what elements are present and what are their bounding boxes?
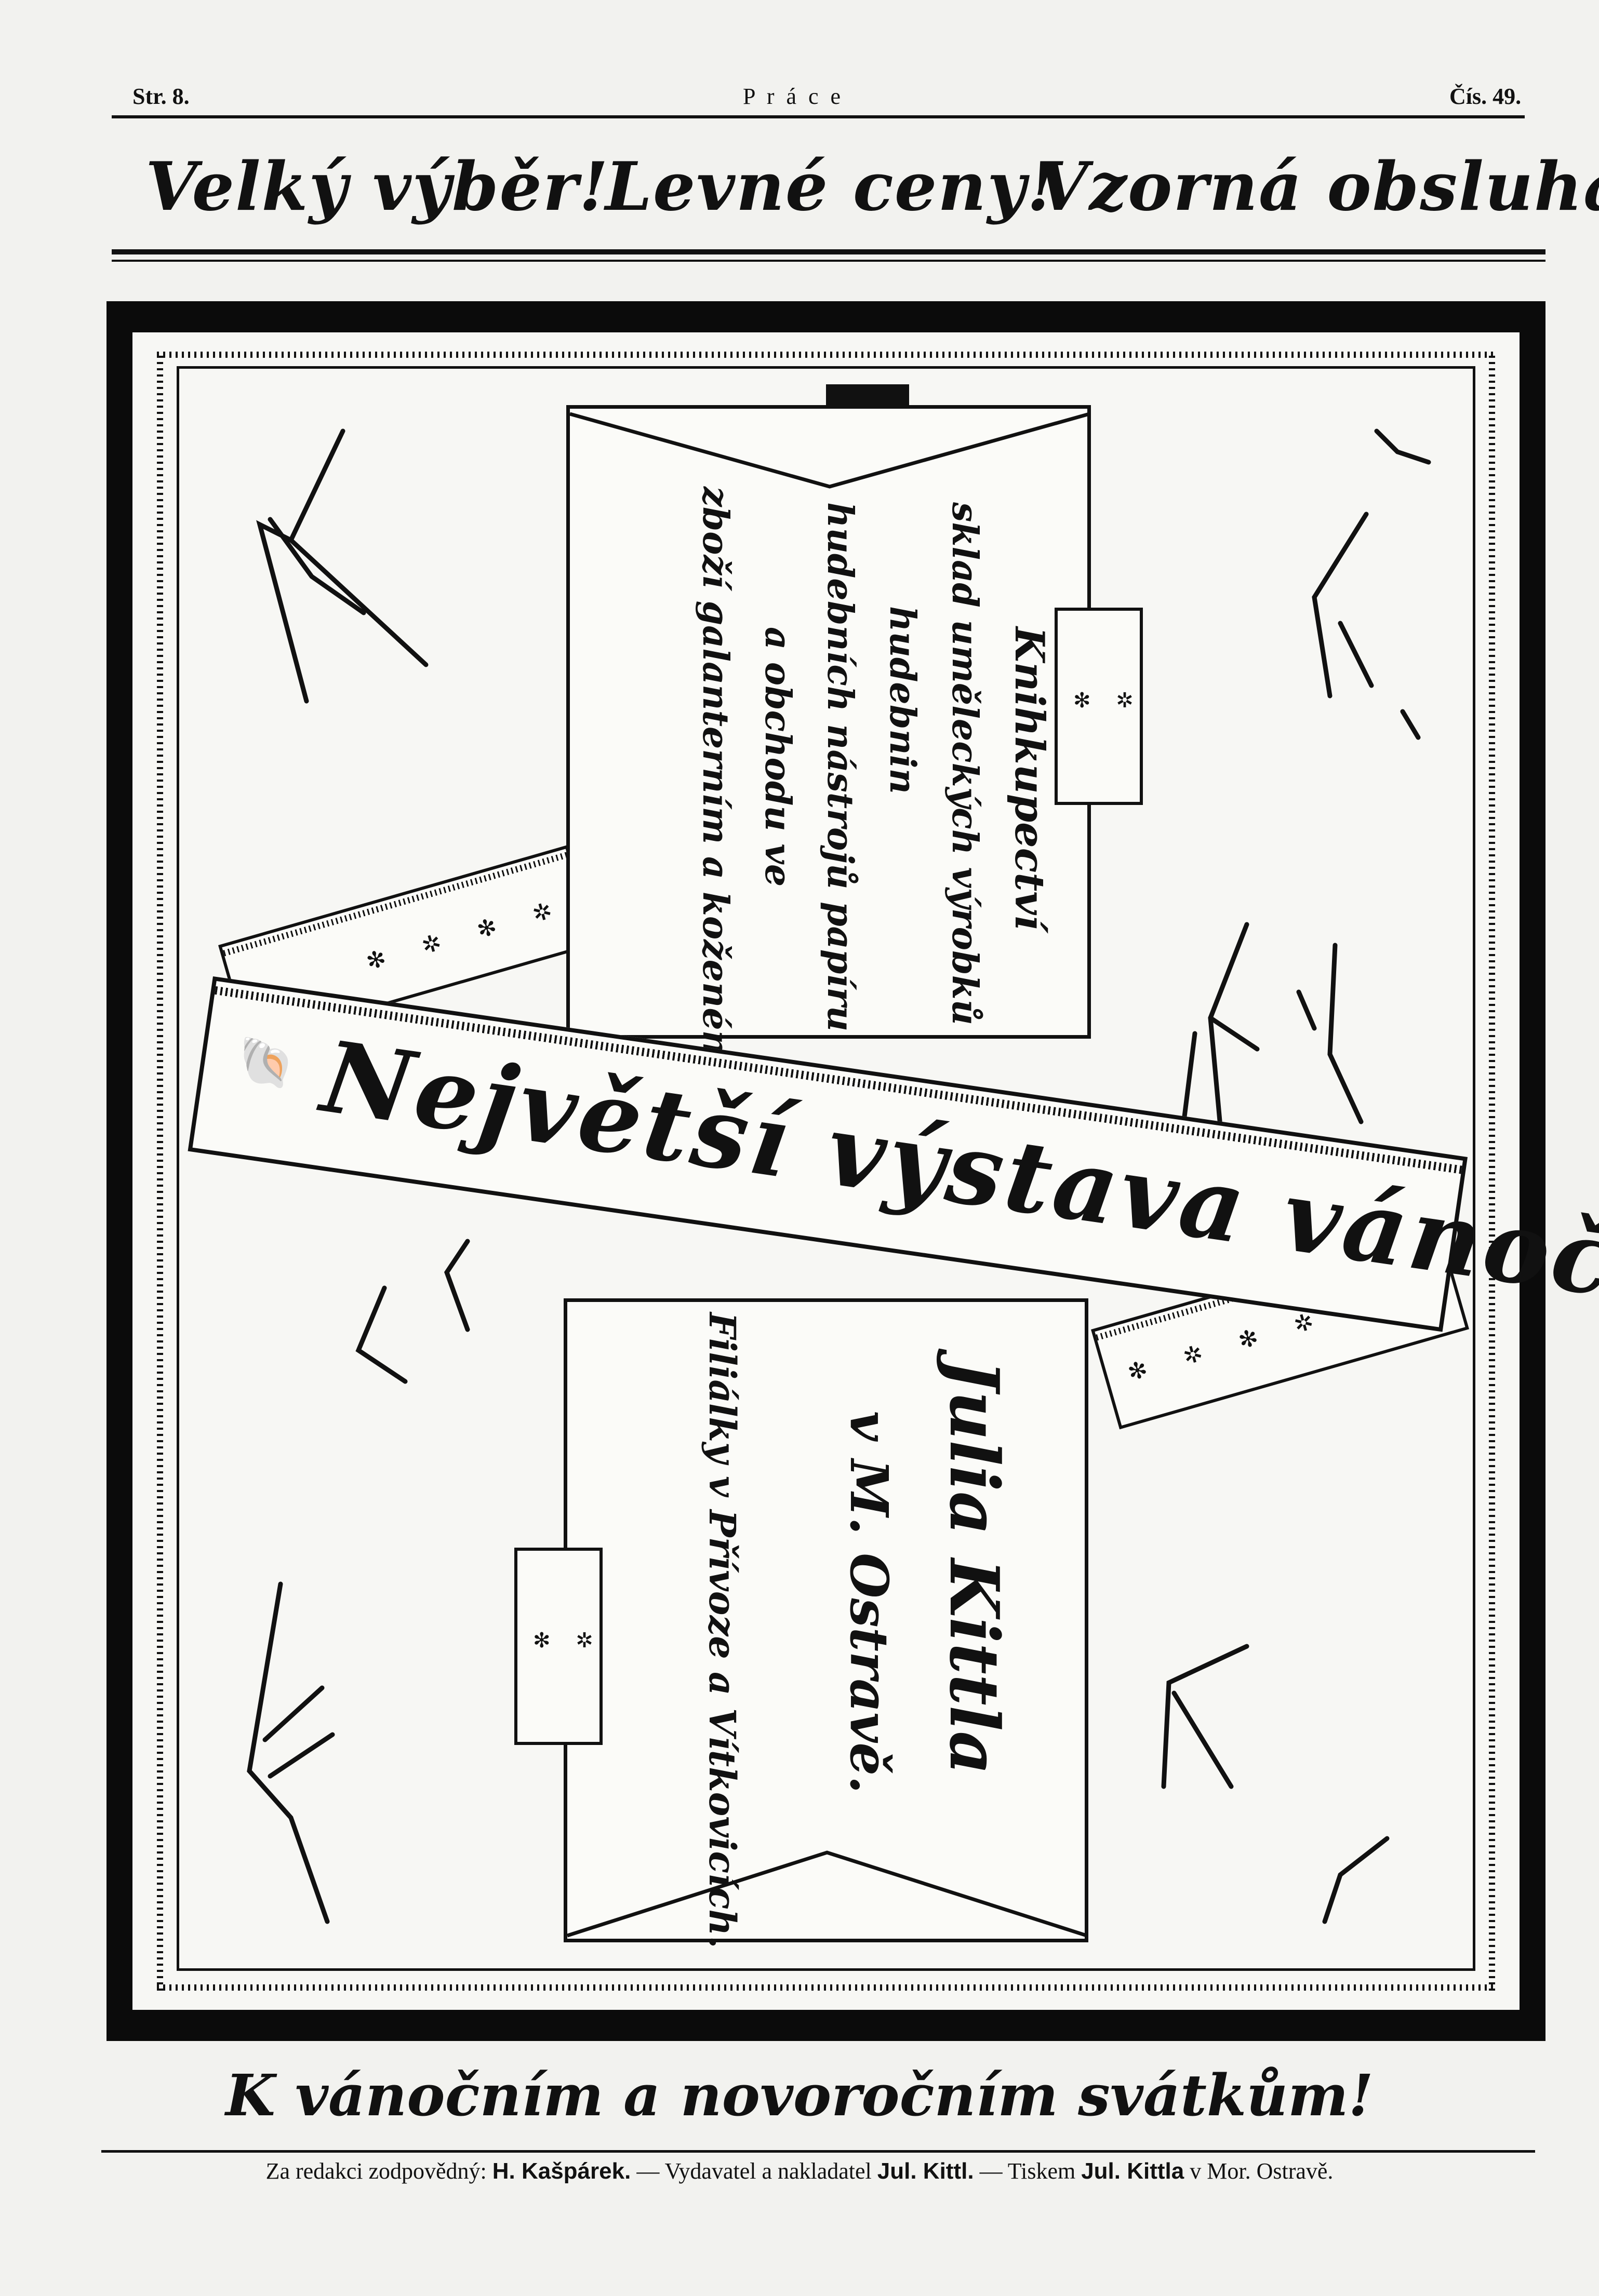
slogan-service: Vzorná obsluha! (1036, 148, 1599, 226)
bottom-card-tab: ✻ ✲ (514, 1548, 603, 1745)
imprint-suffix: v Mor. Ostravě. (1190, 2158, 1334, 2184)
imprint-publisher-prefix: — Vydavatel a nakladatel (636, 2158, 872, 2184)
imprint-publisher: Jul. Kittl. (877, 2158, 974, 2184)
page-number: Str. 8. (132, 84, 190, 109)
footer-rule (101, 2150, 1535, 2153)
imprint-prefix: Za redakci zodpovědný: (265, 2158, 487, 2184)
swallow-icon (1182, 922, 1364, 1135)
envelope-flap (570, 412, 1089, 489)
closing-line: K vánočním a novoročním svátkům! (225, 2062, 1374, 2129)
top-card-tab: ✻ ✲ (1055, 608, 1143, 805)
top-card-line-6: zboží galanterním a koženém. (695, 487, 736, 1080)
imprint-printer: Jul. Kittla (1081, 2158, 1184, 2184)
company-branches: Filiálky v Přívoze a Vítkovicích. (701, 1312, 744, 1949)
top-card-line-4: hudebních nástrojů papíru (819, 502, 861, 1032)
header-rule (112, 115, 1525, 118)
tab-stars: ✻ ✲ (1073, 689, 1143, 713)
top-card-line-1: Knihkupectví (1006, 627, 1053, 931)
swallow-icon (1312, 428, 1431, 740)
envelope-flap (567, 1850, 1087, 1938)
bottom-card: Julia Kittla v M. Ostravě. Filiálky v Př… (564, 1298, 1088, 1949)
shell-icon: 🐚 (233, 1031, 299, 1094)
swallow-icon (355, 1239, 470, 1384)
swallow-icon (247, 1581, 335, 1924)
inner-border (177, 366, 1475, 1971)
company-name: Julia Kittla (935, 1359, 1014, 1775)
card-clip (826, 384, 909, 405)
slogan-rule-top (112, 249, 1545, 254)
swallow-icon (256, 428, 429, 704)
issue-number: Čís. 49. (1449, 84, 1522, 109)
company-city: v M. Ostravě. (838, 1411, 900, 1794)
imprint-printer-prefix: — Tiskem (979, 2158, 1076, 2184)
slogan-selection: Velký výběr! (145, 148, 609, 226)
top-card-line-5: a obchodu ve (757, 627, 798, 887)
swallow-icon (1161, 1644, 1390, 1924)
imprint: Za redakci zodpovědný: H. Kašpárek. — Vy… (0, 2158, 1599, 2184)
top-card-line-2: sklad uměleckých výrobků (944, 502, 985, 1026)
imprint-editor: H. Kašpárek. (492, 2158, 631, 2184)
top-card-line-3: hudebnin (882, 606, 923, 794)
top-card: Knihkupectví sklad uměleckých výrobků hu… (566, 405, 1091, 1080)
slogan-prices: Levné ceny! (605, 148, 1057, 226)
paper-title: P r á c e (743, 84, 844, 109)
tab-stars: ✻ ✲ (533, 1629, 603, 1653)
slogan-rule-bottom (112, 260, 1545, 262)
